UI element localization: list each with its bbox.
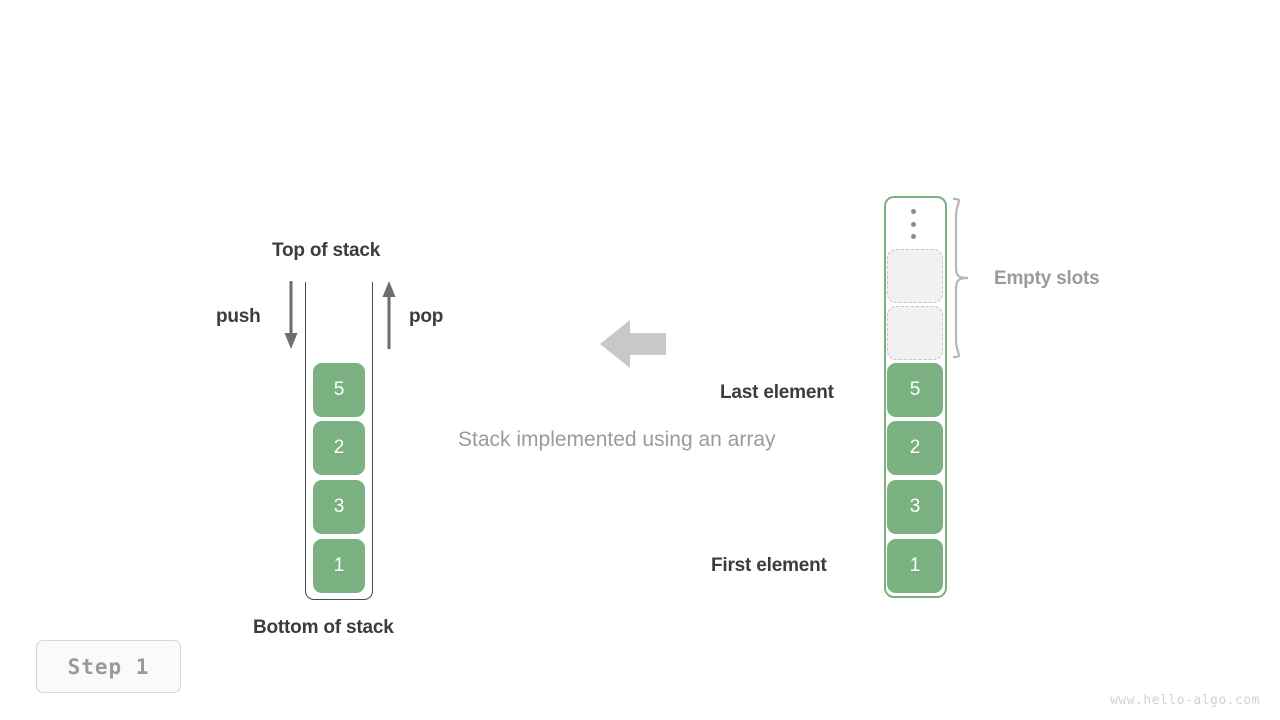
pop-label: pop [409, 306, 444, 327]
stack-container [305, 282, 373, 600]
array-cell: 1 [887, 539, 943, 593]
array-cell: 5 [887, 363, 943, 417]
stack-cell: 2 [313, 421, 365, 475]
stack-cell: 5 [313, 363, 365, 417]
empty-slots-label: Empty slots [994, 268, 1100, 289]
array-cell: 3 [887, 480, 943, 534]
stack-cell: 3 [313, 480, 365, 534]
bottom-of-stack-label: Bottom of stack [253, 617, 394, 638]
array-container [884, 196, 947, 598]
stack-cell: 1 [313, 539, 365, 593]
curly-brace-icon [952, 197, 969, 359]
watermark: www.hello-algo.com [1110, 693, 1260, 708]
arrow-down-icon [284, 281, 298, 349]
last-element-label: Last element [720, 382, 834, 403]
array-empty-slot [887, 306, 943, 360]
arrow-up-icon [382, 281, 396, 349]
push-label: push [216, 306, 261, 327]
vertical-ellipsis-icon [909, 209, 918, 239]
diagram-caption: Stack implemented using an array [458, 428, 776, 451]
first-element-label: First element [711, 555, 827, 576]
top-of-stack-label: Top of stack [272, 240, 381, 261]
array-empty-slot [887, 249, 943, 303]
step-badge: Step 1 [36, 640, 181, 693]
arrow-left-icon [600, 320, 666, 368]
array-cell: 2 [887, 421, 943, 475]
